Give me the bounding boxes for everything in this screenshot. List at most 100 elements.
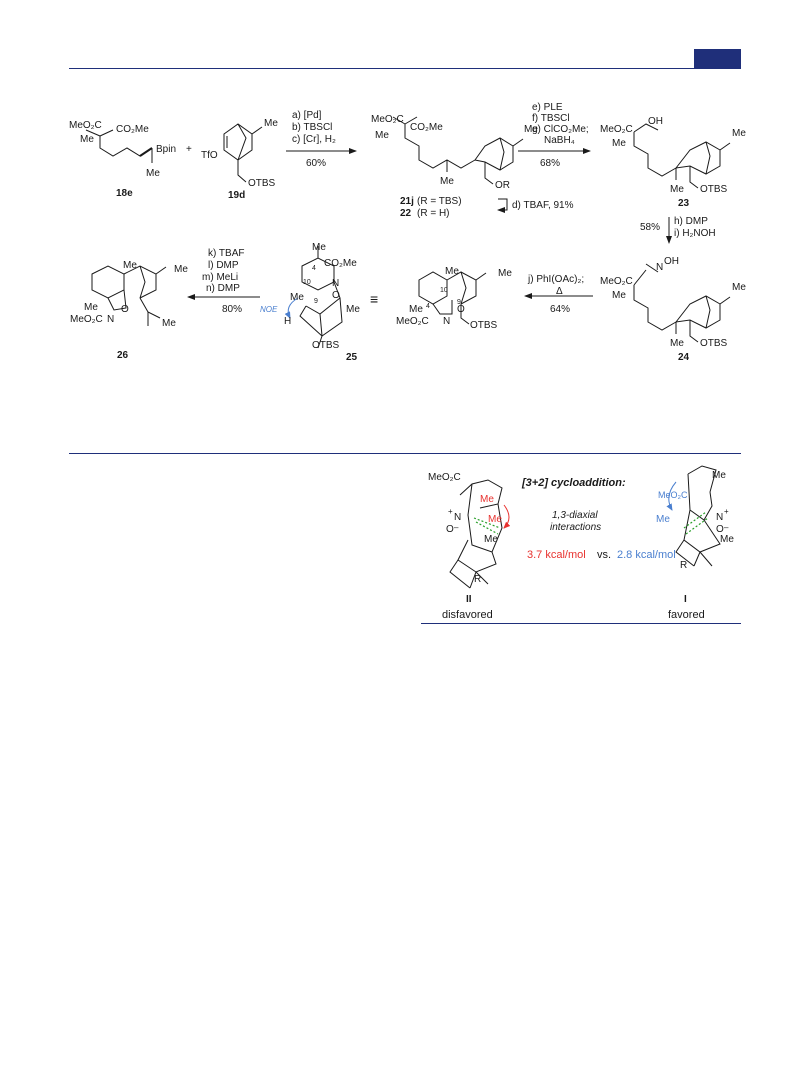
equivalence-sign: ≡ [370,291,378,307]
c25b-c10: 10 [303,279,311,286]
c24-me: Me [612,290,626,301]
c26-me2: Me [174,264,188,275]
step1-c: c) [Cr], H₂ [292,134,336,145]
c25a-c9: 9 [457,299,461,306]
step3-yield: 58% [640,222,660,233]
c25b-n: N [332,278,339,289]
noe-label: NOE [260,305,278,314]
ts1-o: O [716,524,724,535]
step1-yield: 60% [306,158,326,169]
c23-me: Me [612,138,626,149]
c25a-ester: MeO₂C [396,316,429,327]
step1-a: a) [Pd] [292,110,322,121]
ts-energy-red: 3.7 kcal/mol [527,549,586,561]
c18e-ester-2: CO₂Me [116,124,149,135]
c18e-me2: Me [146,168,160,179]
compound-25-structure-b [299,246,343,349]
c23-ester: MeO₂C [600,124,633,135]
ts2-r: R [474,574,481,585]
ts-I-structure [675,465,721,567]
c21j-or: OR [495,180,510,191]
compound-21j-structure [392,116,524,185]
c24-otbs: OTBS [700,338,728,349]
c26-o: O [121,304,129,315]
c25a-c4: 4 [426,303,430,310]
c26-me3: Me [84,302,98,313]
step4-yield: 64% [550,304,570,315]
label-24: 24 [678,352,690,363]
c25b-c4: 4 [312,265,316,272]
label-18e: 18e [116,188,133,199]
ts1-me-blue: Me [656,514,670,525]
step2-g2: NaBH₄ [544,135,575,146]
c25a-o: O [457,304,465,315]
step2-g: g) ClCO₂Me; [532,124,589,135]
noe-arrow [284,297,299,319]
c25b-otbs: OTBS [312,340,340,351]
label-22-text: (R = H) [417,208,450,219]
c24-ester: MeO₂C [600,276,633,287]
label-25: 25 [346,352,358,363]
c26-me: Me [123,260,137,271]
compound-25-structure-a [418,271,487,325]
c25a-me: Me [445,266,459,277]
section-rule [69,453,741,454]
c25b-me3: Me [346,304,360,315]
step5-k: k) TBAF [208,248,244,259]
ts1-n: N [716,512,723,523]
ts1-me: Me [712,470,726,481]
step5-l: l) DMP [208,260,239,271]
c19d-me: Me [264,118,278,129]
c19d-tfo: TfO [201,150,218,161]
c25a-me2: Me [498,268,512,279]
ts2-me-red: Me [480,494,494,505]
page-corner-tab [694,49,741,68]
c21j-ester-2: CO₂Me [410,122,443,133]
step4-delta: Δ [556,286,563,297]
c21j-me: Me [375,130,389,141]
step5-m: m) MeLi [202,272,238,283]
c25b-h: H [284,316,291,327]
c21j-ester-1: MeO₂C [371,114,404,125]
c18e-ester-1: MeO₂C [69,120,102,131]
panel-bottom-rule [421,623,741,624]
label-19d: 19d [228,190,245,201]
label-I: I [684,594,687,605]
ts1-me3: Me [720,534,734,545]
c24-n: N [656,262,663,273]
forming-bonds [473,511,709,535]
c21j-me2: Me [440,176,454,187]
ts-subtitle-1: 1,3-diaxial [552,510,598,521]
c24-me3: Me [732,282,746,293]
label-21j-text: (R = TBS) [417,196,462,207]
label-21j: 21j [400,196,414,207]
c24-me2: Me [670,338,684,349]
caption-favored: favored [668,609,705,621]
c23-otbs: OTBS [700,184,728,195]
ts-title: [3+2] cycloaddition: [521,477,626,489]
step2-yield: 68% [540,158,560,169]
c24-oh: OH [664,256,679,267]
c19d-otbs: OTBS [248,178,276,189]
compound-24-structure [633,263,731,343]
step-d: d) TBAF, 91% [512,200,574,211]
c21j-me3: Me [524,124,538,135]
c25a-n: N [443,316,450,327]
step2-f: f) TBSCl [532,113,570,124]
ts2-plus: + [448,507,453,516]
red-interaction-arrow [503,504,511,529]
c26-me4: Me [162,318,176,329]
step5-n: n) DMP [206,283,240,294]
label-23: 23 [678,198,690,209]
c25a-me3: Me [409,304,423,315]
label-II: II [466,594,472,605]
label-26: 26 [117,350,129,361]
ts-subtitle-2: interactions [550,522,601,533]
c25b-me: Me [312,242,326,253]
compound-18e-structure [85,129,153,163]
ts2-o: O [446,524,454,535]
step4-j: j) PhI(OAc)₂; [527,274,584,285]
c26-ester: MeO₂C [70,314,103,325]
ts2-me: Me [484,534,498,545]
compound-19d-structure [223,123,263,183]
